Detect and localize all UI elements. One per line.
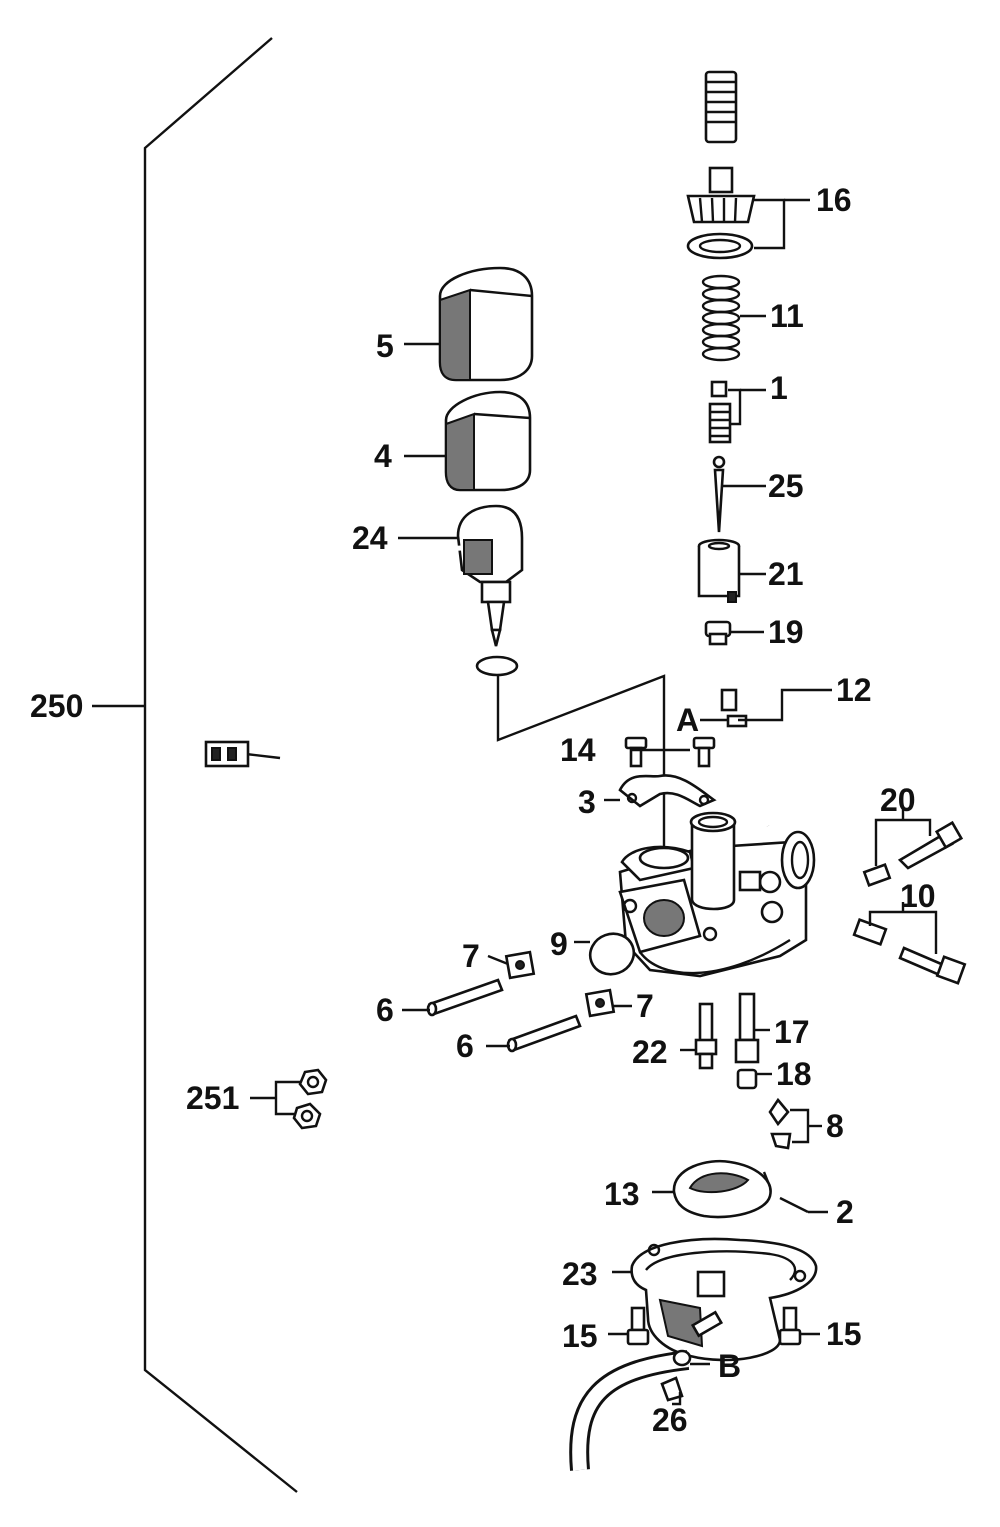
float-needle-8 — [768, 1097, 792, 1150]
callout-12: 12 — [836, 672, 872, 708]
carburetor-body — [618, 811, 816, 978]
callout-B: B — [718, 1348, 742, 1384]
callout-251: 251 — [186, 1080, 240, 1116]
callout-25: 25 — [768, 468, 804, 504]
callout-5: 5 — [376, 328, 394, 364]
callout-7b: 7 — [636, 988, 654, 1024]
callout-21: 21 — [768, 556, 804, 592]
choke-cover-5 — [438, 266, 534, 382]
callout-23: 23 — [562, 1256, 598, 1292]
o-ring — [475, 655, 519, 677]
nut-251-b — [292, 1102, 322, 1130]
callout-19: 19 — [768, 614, 804, 650]
callout-22: 22 — [632, 1034, 668, 1070]
callout-24: 24 — [352, 520, 388, 556]
callout-20: 20 — [880, 782, 916, 818]
jet-19 — [704, 620, 732, 646]
jet-22 — [694, 1002, 718, 1070]
cap-16 — [686, 166, 756, 260]
auto-choke-24 — [204, 504, 524, 768]
screw-15-b — [778, 1306, 802, 1346]
callout-A: A — [676, 702, 700, 738]
callout-15b: 15 — [826, 1316, 862, 1352]
screw-20 — [862, 820, 964, 888]
needle-retainer-1 — [708, 380, 732, 444]
screw-14-b — [692, 736, 716, 768]
callout-14: 14 — [560, 732, 596, 768]
callout-1: 1 — [770, 370, 788, 406]
screw-10 — [852, 918, 967, 985]
assembly-bracket-250 — [143, 37, 298, 1493]
choke-cover-4 — [444, 390, 532, 492]
stud-6-b — [506, 1014, 582, 1053]
callout-6b: 6 — [456, 1028, 474, 1064]
washer-7-a — [504, 950, 536, 980]
gasket-9 — [588, 932, 636, 976]
callout-6a: 6 — [376, 992, 394, 1028]
callout-17: 17 — [774, 1014, 810, 1050]
callout-10: 10 — [900, 878, 936, 914]
screw-15-a — [626, 1306, 650, 1346]
spring-11 — [701, 274, 741, 362]
callout-16: 16 — [816, 182, 852, 218]
float-13 — [672, 1159, 772, 1219]
throttle-slide-21 — [697, 538, 741, 603]
callout-2: 2 — [836, 1194, 854, 1230]
callout-7a: 7 — [462, 938, 480, 974]
jet-needle-25 — [712, 455, 726, 533]
callout-18: 18 — [776, 1056, 812, 1092]
nut-251-a — [298, 1068, 328, 1096]
cable-adjuster — [704, 70, 738, 144]
float-bowl-23 — [630, 1237, 818, 1362]
vent-hose-12 — [720, 668, 785, 836]
callout-9: 9 — [550, 926, 568, 962]
drain-hose-26 — [569, 1349, 692, 1471]
jet-holder-17 — [734, 992, 760, 1064]
screw-14-a — [624, 736, 648, 768]
bracket-3 — [618, 774, 717, 808]
callout-11: 11 — [770, 298, 804, 334]
callout-13: 13 — [604, 1176, 640, 1212]
callout-250: 250 — [30, 688, 84, 724]
callout-4: 4 — [374, 438, 392, 474]
callout-3: 3 — [578, 784, 596, 820]
callout-15a: 15 — [562, 1318, 598, 1354]
main-jet-18 — [736, 1068, 758, 1090]
callout-8: 8 — [826, 1108, 844, 1144]
callout-26: 26 — [652, 1402, 688, 1438]
washer-7-b — [584, 988, 616, 1018]
stud-6-a — [426, 978, 504, 1017]
float-pin-2 — [779, 1196, 809, 1214]
